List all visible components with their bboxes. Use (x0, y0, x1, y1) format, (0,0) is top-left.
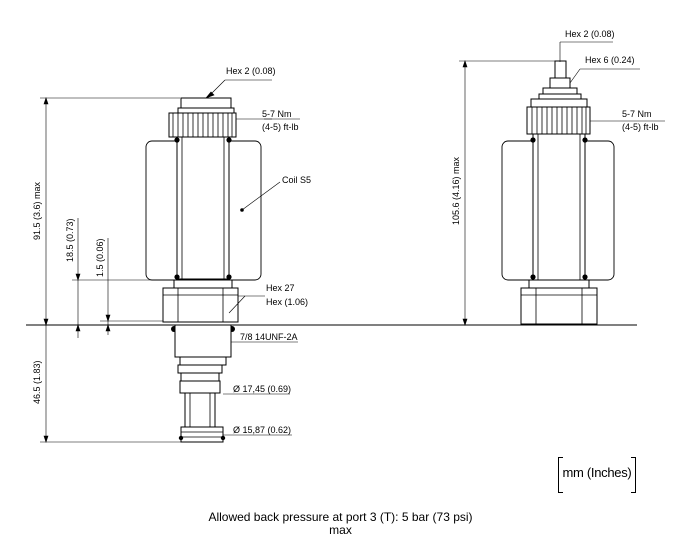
bracket-left (558, 457, 563, 493)
label-torque-left-nm: 5-7 Nm (262, 109, 292, 119)
label-thread: 7/8 14UNF-2A (240, 332, 298, 342)
label-hex2-right: Hex 2 (0.08) (565, 29, 615, 39)
label-dim-total: 91.5 (3.6) max (32, 181, 42, 240)
label-hex27: Hex 27 (266, 283, 295, 293)
label-torque-right-ftlb: (4-5) ft-lb (622, 122, 659, 132)
label-hex106: Hex (1.06) (266, 297, 308, 307)
label-torque-right-nm: 5-7 Nm (622, 109, 652, 119)
right-dimension-lines (459, 41, 665, 326)
left-leader-lines (205, 79, 300, 436)
label-hex2-left: Hex 2 (0.08) (226, 66, 276, 76)
label-dim-18-5: 18.5 (0.73) (65, 218, 75, 262)
label-coil: Coil S5 (282, 175, 311, 185)
footer-line-1: Allowed back pressure at port 3 (T): 5 b… (208, 510, 473, 524)
left-knurled-nut (168, 112, 237, 138)
right-hex-body (520, 287, 598, 325)
right-valve (501, 60, 615, 325)
right-knurled-nut (526, 106, 591, 135)
left-valve (145, 97, 262, 443)
left-dimension-lines (40, 97, 182, 443)
footer-line-2: max (329, 523, 352, 537)
unit-legend: mm (Inches) (558, 457, 636, 493)
left-hex-body (162, 287, 239, 323)
bracket-right (631, 457, 636, 493)
label-dia2: Ø 15,87 (0.62) (233, 425, 291, 435)
label-dim-right-total: 105.6 (4.16) max (451, 156, 461, 225)
unit-label: mm (Inches) (562, 465, 632, 480)
footer-note: Allowed back pressure at port 3 (T): 5 b… (0, 511, 681, 537)
label-dia1: Ø 17,45 (0.69) (233, 384, 291, 394)
label-dim-46-5: 46.5 (1.83) (32, 360, 42, 404)
label-dim-1-5: 1.5 (0.06) (95, 238, 105, 277)
label-hex6-right: Hex 6 (0.24) (585, 55, 635, 65)
label-torque-left-ftlb: (4-5) ft-lb (262, 122, 299, 132)
